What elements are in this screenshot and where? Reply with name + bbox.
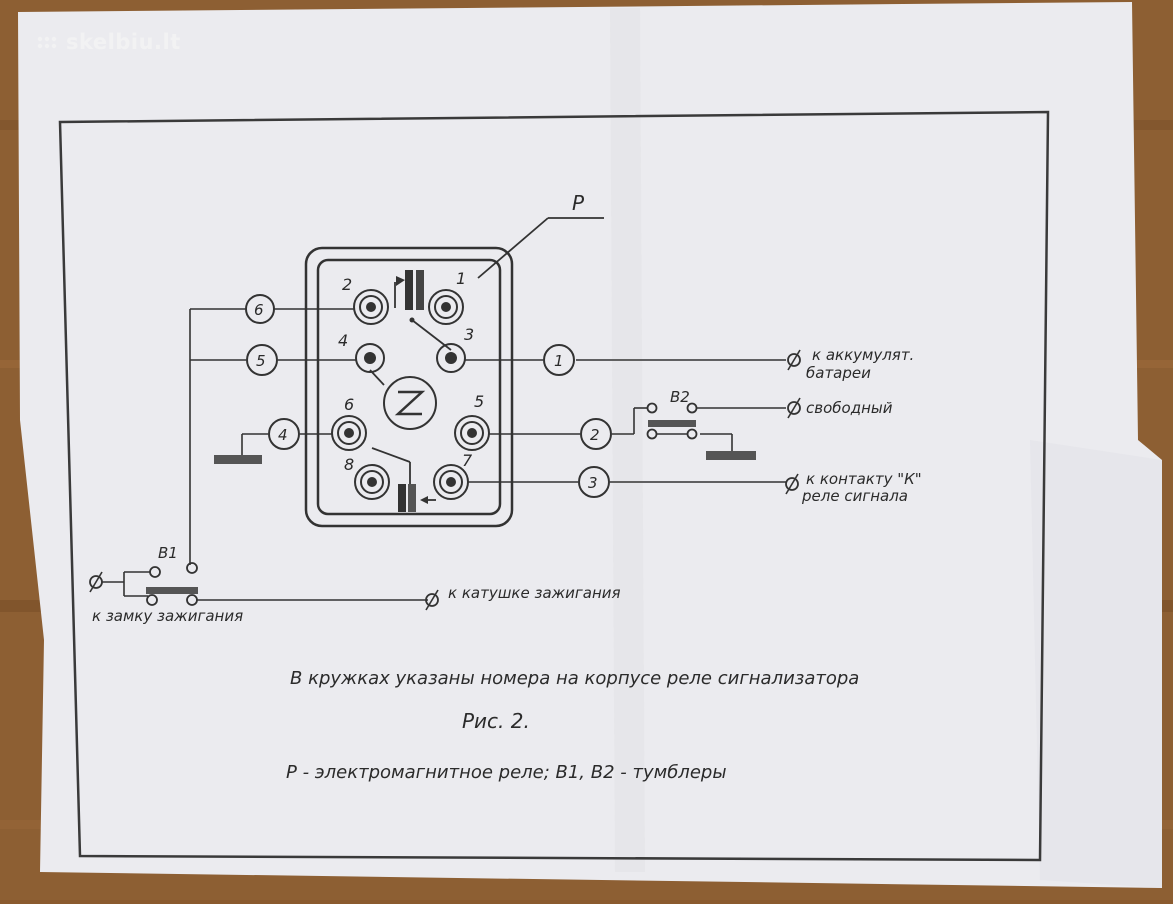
wire-circle-2: 2 bbox=[580, 418, 612, 450]
watermark-text: skelbiu.lt bbox=[66, 30, 181, 54]
relay-pin-2: 2 bbox=[342, 275, 389, 325]
pin-number: 4 bbox=[338, 331, 348, 350]
wire-circle-1: 1 bbox=[543, 344, 575, 376]
ground-bar-right bbox=[706, 451, 756, 460]
watermark-logo-icon bbox=[37, 36, 57, 49]
switch-b2: B2 bbox=[646, 388, 698, 440]
terminal-contact-k-line1: к контакту "К" bbox=[806, 470, 922, 488]
wire-circle-number: 3 bbox=[588, 474, 598, 492]
pin-number: 5 bbox=[474, 392, 484, 411]
paper-fold-corner bbox=[1030, 440, 1162, 888]
relay-pin-6: 6 bbox=[331, 395, 367, 451]
wire-circle-number: 4 bbox=[278, 426, 288, 444]
relay-pin-3: 3 bbox=[436, 325, 474, 373]
wiring bbox=[102, 308, 786, 601]
switch-b2-label: B2 bbox=[670, 388, 690, 406]
relay-pin-1: 1 bbox=[428, 269, 466, 325]
paper-fold bbox=[610, 8, 645, 872]
relay-label: P bbox=[572, 191, 585, 215]
terminal-battery-line2: батареи bbox=[806, 364, 871, 382]
terminal-contact-k-line2: реле сигнала bbox=[801, 487, 908, 505]
relay-pointer: P bbox=[477, 191, 604, 279]
relay-internal-contacts bbox=[371, 270, 452, 512]
watermark: skelbiu.lt bbox=[36, 30, 181, 54]
terminal-coil: к катушке зажигания bbox=[425, 584, 621, 611]
terminal-battery: к аккумулят. батареи bbox=[787, 346, 914, 382]
wire-circle-5: 5 bbox=[246, 344, 278, 376]
terminal-free-label: свободный bbox=[806, 399, 893, 417]
relay-pin-7: 7 bbox=[433, 451, 473, 500]
relay-pin-4: 4 bbox=[338, 331, 385, 373]
ground-bar-left bbox=[214, 455, 262, 464]
caption-figure: Рис. 2. bbox=[462, 709, 530, 733]
captions: В кружках указаны номера на корпусе реле… bbox=[286, 668, 859, 783]
terminal-ignition-lock-label: к замку зажигания bbox=[92, 607, 243, 625]
pin-number: 3 bbox=[464, 325, 474, 344]
relay-body bbox=[304, 246, 514, 528]
caption-legend: Р - электромагнитное реле; B1, B2 - тумб… bbox=[286, 762, 727, 783]
page-frame bbox=[58, 110, 1050, 862]
pin-number: 7 bbox=[462, 451, 473, 470]
relay-pin-5: 5 bbox=[454, 392, 490, 451]
wire-circle-number: 1 bbox=[554, 352, 564, 370]
wire-circle-number: 5 bbox=[256, 352, 266, 370]
ground-symbols bbox=[214, 451, 756, 464]
wire-circle-6: 6 bbox=[245, 294, 275, 324]
terminal-battery-line1: к аккумулят. bbox=[812, 346, 914, 364]
relay-coil-symbol bbox=[369, 369, 437, 430]
pin-number: 8 bbox=[344, 455, 354, 474]
relay-pins: 1 2 3 4 5 6 bbox=[331, 269, 490, 500]
pin-number: 2 bbox=[342, 275, 352, 294]
terminal-contact-k: к контакту "К" реле сигнала bbox=[785, 470, 922, 505]
terminal-coil-label: к катушке зажигания bbox=[448, 584, 621, 602]
pin-number: 6 bbox=[344, 395, 354, 414]
terminal-ignition-lock: к замку зажигания bbox=[89, 571, 243, 625]
terminal-free: свободный bbox=[787, 397, 893, 419]
caption-note: В кружках указаны номера на корпусе реле… bbox=[290, 668, 859, 689]
pin-number: 1 bbox=[456, 269, 466, 288]
switch-b1-label: B1 bbox=[158, 544, 178, 562]
wire-circle-number: 2 bbox=[590, 426, 600, 444]
terminals: к аккумулят. батареи свободный к контакт… bbox=[89, 346, 922, 625]
switch-b1: B1 bbox=[146, 544, 198, 606]
wire-circle-3: 3 bbox=[578, 466, 610, 498]
wire-circle-number: 6 bbox=[254, 301, 264, 319]
wire-number-circles: 6 5 4 1 2 3 bbox=[245, 294, 612, 498]
wire-circle-4: 4 bbox=[268, 418, 300, 450]
relay-pin-8: 8 bbox=[344, 455, 390, 500]
